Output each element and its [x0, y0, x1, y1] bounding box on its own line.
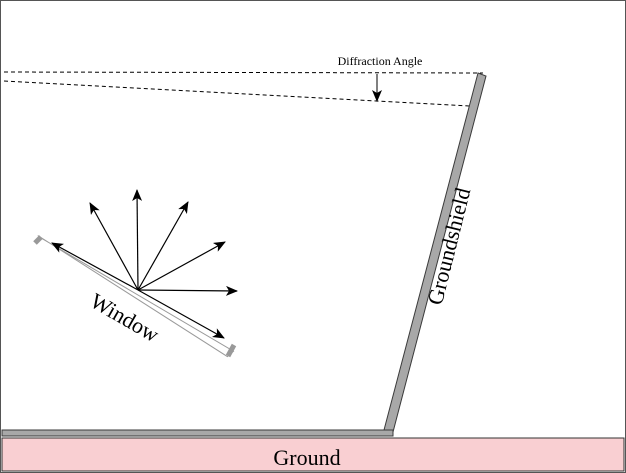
ray-arrow-icon	[132, 189, 143, 291]
ray-arrow-icon	[51, 242, 139, 291]
window-end-right	[225, 343, 237, 358]
ray-arrow-icon	[137, 285, 238, 296]
ground-label: Ground	[273, 445, 340, 470]
emission-rays	[51, 189, 238, 339]
diffraction-angle-line	[3, 80, 471, 107]
ray-arrow-icon	[137, 289, 225, 339]
window-end-left	[33, 235, 43, 245]
ray-arrow-icon	[137, 241, 226, 291]
ground-plate	[1, 429, 394, 437]
diffraction-reference-line	[3, 71, 484, 74]
ray-arrow-icon	[137, 201, 189, 291]
diffraction-angle-label: Diffraction Angle	[338, 54, 423, 68]
ground	[1, 437, 625, 472]
ray-arrow-icon	[89, 202, 139, 291]
